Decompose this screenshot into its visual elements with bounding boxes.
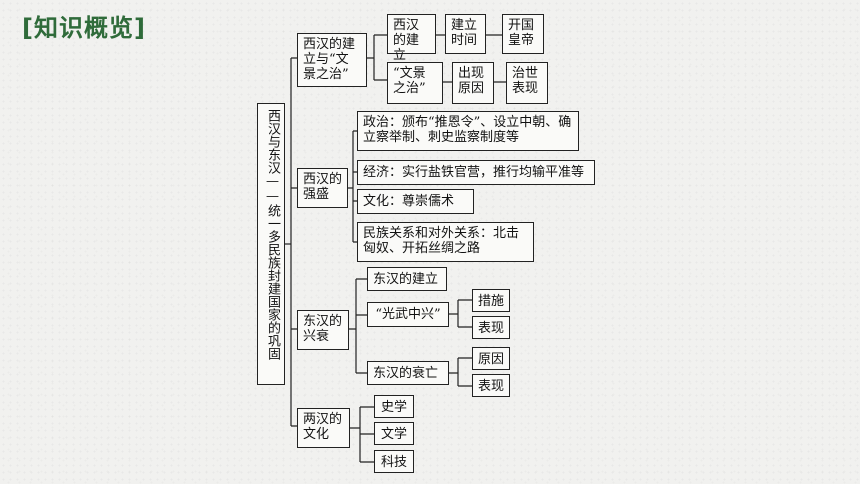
node-effect: 治世表现 xyxy=(506,62,548,104)
node-cause: 出现原因 xyxy=(452,62,494,104)
node-science: 科技 xyxy=(374,450,414,473)
node-xihan-founding: 西汉的建立 xyxy=(387,14,436,63)
section-heading: [知识概览] xyxy=(22,14,146,42)
branch-xihan-founding: 西汉的建立与“文景之治” xyxy=(297,33,367,87)
node-economy: 经济：实行盐铁官营，推行均输平准等 xyxy=(357,160,595,185)
branch-donghan-rise-fall: 东汉的兴衰 xyxy=(297,310,349,350)
node-founding-time: 建立时间 xyxy=(445,14,486,54)
node-founding-emperor: 开国皇帝 xyxy=(502,14,544,54)
node-revival-performance: 表现 xyxy=(472,316,510,339)
node-politics: 政治：颁布“推恩令”、设立中朝、确立察举制、刺史监察制度等 xyxy=(357,111,579,151)
node-donghan-founding: 东汉的建立 xyxy=(367,267,447,291)
node-decline-manifestation: 表现 xyxy=(472,374,510,397)
root-node: 西汉与东汉——统一多民族封建国家的巩固 xyxy=(257,103,285,385)
node-measures: 措施 xyxy=(472,289,510,312)
branch-xihan-prosperity: 西汉的强盛 xyxy=(297,168,348,208)
node-ethnic-relations: 民族关系和对外关系：北击匈奴、开拓丝绸之路 xyxy=(357,222,534,262)
node-decline-reason: 原因 xyxy=(472,347,510,370)
node-wenjing-rule: “文景之治” xyxy=(387,62,443,104)
node-donghan-decline: 东汉的衰亡 xyxy=(367,361,449,385)
node-history: 史学 xyxy=(374,395,414,418)
node-guangwu-revival: “光武中兴” xyxy=(367,302,449,327)
branch-han-culture: 两汉的文化 xyxy=(297,408,350,448)
node-literature: 文学 xyxy=(374,422,414,445)
node-culture: 文化：尊崇儒术 xyxy=(357,189,474,214)
